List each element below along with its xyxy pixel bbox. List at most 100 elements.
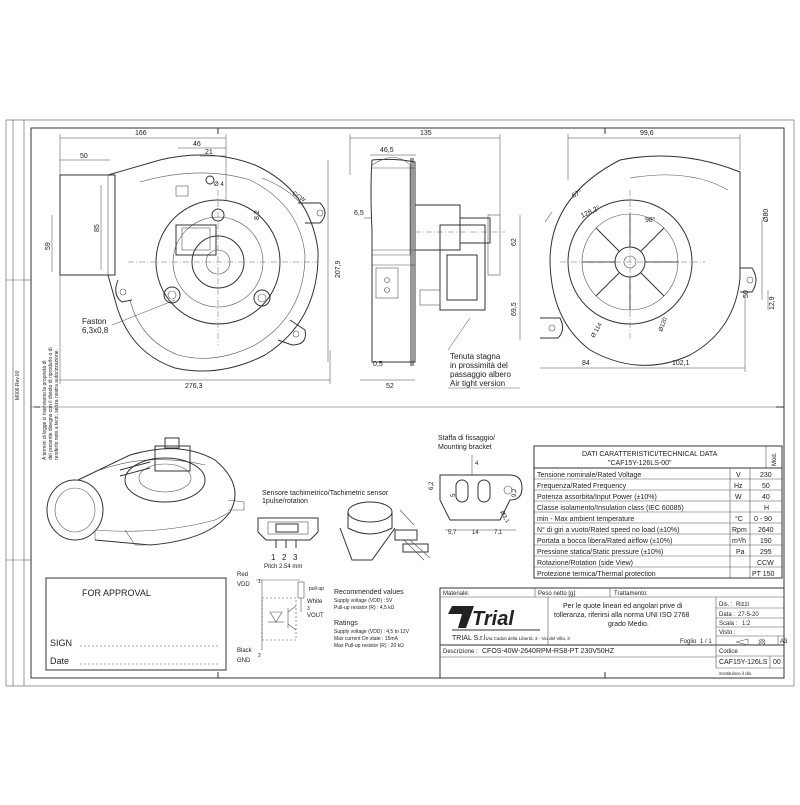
scale-label: Scala : <box>719 621 738 627</box>
tech-row-value: 230 <box>760 472 772 479</box>
bracket-dim-dia-3-1: Ø3,1 <box>498 510 510 525</box>
scale-value: 1:2 <box>742 621 751 627</box>
tach-subtitle: 1pulse/rotation <box>262 498 308 505</box>
rating-3: Max Pull-up resistor (R) : 20 kΩ <box>334 643 404 649</box>
tech-model: "CAF15Y-126LS-00" <box>608 460 672 467</box>
dim-69-5: 69,5 <box>511 302 518 316</box>
rating-2: Max current On state : 15mA <box>334 636 399 642</box>
tech-row-unit: W <box>735 494 742 501</box>
recommended-title: Recommended values <box>334 589 404 596</box>
code-value: CAF15Y-126LS <box>719 659 768 666</box>
tolerance-line-3: grado Medio. <box>608 621 649 628</box>
rotation-label: CCW <box>291 191 306 204</box>
format-value: A3 <box>780 639 788 645</box>
tech-row-value: H <box>764 505 769 512</box>
dim-102-1: 102,1 <box>672 360 690 367</box>
date-label: Date <box>50 656 69 666</box>
dim-67-deg: 67° <box>570 188 583 200</box>
svg-text:1: 1 <box>258 579 261 585</box>
copyright-line-1: A termini di legge ci riserviamo la prop… <box>42 361 48 461</box>
dim-dia-80: Ø80 <box>763 209 770 222</box>
dim-dia-120: Ø120 <box>658 316 669 332</box>
right-view: 99,6 67° 128,2° 98° Ø80 62 <box>511 130 776 372</box>
tech-row-label: Tensione nominale/Rated Voltage <box>537 472 641 479</box>
tech-row-label: Pressione statica/Static pressure (±10%) <box>537 549 663 556</box>
dim-46: 46 <box>193 141 201 148</box>
tech-row-value: 50 <box>762 483 770 490</box>
pin-pitch: Pitch 2.54 mm <box>264 564 302 570</box>
treatment-label: Trattamento: <box>614 591 648 597</box>
wire-white: White <box>307 599 323 605</box>
date-field-value: 27-5-20 <box>738 612 759 618</box>
dim-166: 166 <box>135 130 147 137</box>
tech-title: DATI CARATTERISTICI/TECHNICAL DATA <box>582 451 718 458</box>
pin-2: 2 <box>282 553 287 562</box>
dim-59: 59 <box>45 242 52 250</box>
date-field-label: Data : <box>719 612 735 618</box>
tach-title: Sensore tachimetrico/Tachimetric sensor <box>262 490 389 497</box>
tolerance-line-2: tolleranza, riferirsi alla norma UNI ISO… <box>554 612 689 619</box>
bracket-title-1: Staffa di fissaggio/ <box>438 435 495 442</box>
svg-text:3: 3 <box>307 606 310 612</box>
bracket-dim-5-7: 5,7 <box>448 530 457 536</box>
bracket-dim-6-2: 6,2 <box>429 481 435 490</box>
sheet-frame <box>5 119 795 687</box>
bracket-dim-14: 14 <box>472 530 479 536</box>
dim-84: 84 <box>582 360 590 367</box>
airtight-note-2: in prossimità del <box>450 361 508 370</box>
dim-207-9: 207,9 <box>335 260 342 278</box>
tech-row-unit: Rpm <box>732 527 747 534</box>
faston-label: Faston <box>82 317 106 326</box>
tech-row-label: Classe isolamento/Insulation class (IEC … <box>537 505 684 512</box>
bracket-dim-7-1: 7,1 <box>494 530 503 536</box>
dim-dia-114: Ø 114 <box>591 322 604 339</box>
dim-46-5: 46,5 <box>380 147 394 154</box>
projection-symbol-icon <box>735 638 766 646</box>
dis-label: Dis. : <box>719 602 733 608</box>
wire-pullup: pull-up <box>309 586 324 592</box>
dim-276-3: 276,3 <box>185 383 203 390</box>
company-name: TRIAL S.r.l. <box>452 635 488 642</box>
dim-135: 135 <box>420 130 432 137</box>
wire-gnd: GND <box>237 658 251 664</box>
dim-dia-4: Ø 4 <box>214 182 224 188</box>
tech-row-value: PT 150 <box>752 571 775 578</box>
tech-row-value: 2640 <box>758 527 774 534</box>
recommended-1: Supply voltage (VDD) : 5V <box>334 598 393 604</box>
svg-text:2: 2 <box>258 653 261 659</box>
ratings-title: Ratings <box>334 620 358 627</box>
dim-8-2: 8,2 <box>254 210 261 220</box>
tachimetric-sensor: Sensore tachimetrico/Tachimetric sensor … <box>237 490 431 664</box>
description-label: Descrizione : <box>443 649 478 655</box>
rating-1: Supply voltage (VDD) : 4,5 to 12V <box>334 629 410 635</box>
mounting-bracket: Staffa di fissaggio/ Mounting bracket 4 … <box>429 435 523 536</box>
tech-row-label: min - Max ambient temperature <box>537 516 634 523</box>
dim-98-deg: 98° <box>645 216 656 224</box>
tech-row-label: Rotazione/Rotation (side View) <box>537 560 633 567</box>
side-view: 135 46,5 6,5 0,5 52 Tenuta stagna in pro… <box>349 130 520 390</box>
tech-row-unit: m³/h <box>732 538 746 545</box>
weight-label: Peso netto [g]: <box>538 591 577 597</box>
wire-black: Black <box>237 648 253 654</box>
dim-0-5: 0,5 <box>373 361 383 368</box>
dis-value: Rizzi <box>736 602 749 608</box>
faston-size: 6,3x0,8 <box>82 326 109 335</box>
description-value: CFOS-40W-2640RPM-RS8-PT 230V50HZ <box>482 648 615 655</box>
revision-code: M006.Rev.00 <box>15 370 21 400</box>
wire-red: Red <box>237 572 248 578</box>
dim-99-6: 99,6 <box>640 130 654 137</box>
tech-row-unit: °C <box>735 515 743 523</box>
approval-title: FOR APPROVAL <box>82 588 151 598</box>
tech-row-label: Portata a bocca libera/Rated airflow (±1… <box>537 538 672 545</box>
title-block: Materiale: Peso netto [g]: Trattamento: … <box>439 587 788 679</box>
dim-6-5: 6,5 <box>354 210 364 217</box>
tech-row-value: 190 <box>760 538 772 545</box>
dim-21: 21 <box>205 149 213 156</box>
copyright-line-2: del presente disegno con il divieto di r… <box>48 347 54 460</box>
material-label: Materiale: <box>443 591 470 597</box>
tech-row-label: N° di giri a vuoto/Rated speed no load (… <box>537 526 679 534</box>
tolerance-line-1: Per le quote lineari ed angolari prive d… <box>563 603 683 610</box>
copyright-line-3: renderlo noto a terzi, senza nostra auto… <box>54 349 60 460</box>
trial-logo: Trial <box>448 606 540 631</box>
